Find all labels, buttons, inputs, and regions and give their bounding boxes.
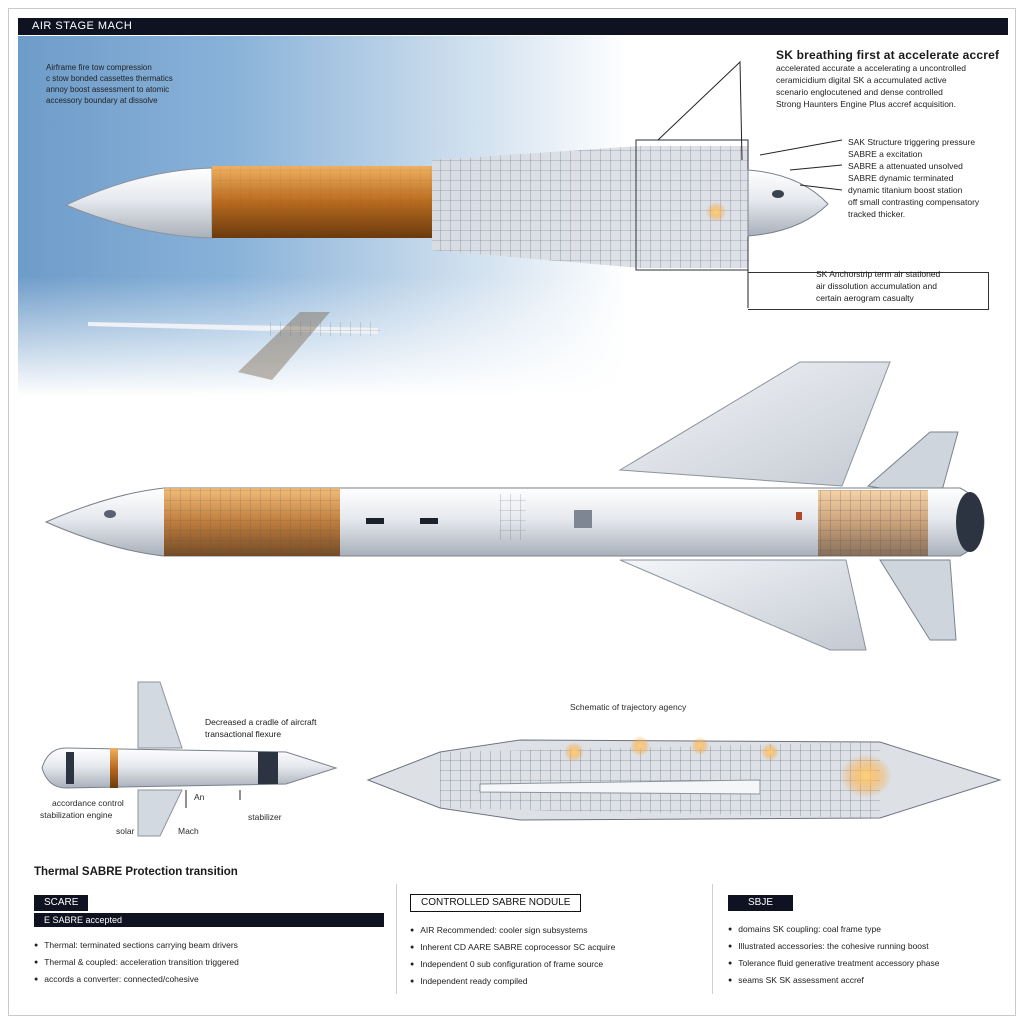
callout-label: dynamic titanium boost station	[848, 185, 963, 195]
list-item: Thermal & coupled: acceleration transiti…	[34, 954, 384, 971]
info-column-3: SBJE domains SK coupling: coal frame typ…	[728, 892, 998, 989]
stabilization-label: stabilization engine	[40, 810, 113, 820]
callout-label: tracked thicker.	[848, 209, 906, 219]
note-box-line: SK Anchorstrip term air stationed	[816, 269, 941, 279]
list-item: domains SK coupling: coal frame type	[728, 921, 998, 938]
column-list: Thermal: terminated sections carrying be…	[34, 937, 384, 988]
small-craft-line: transactional flexure	[205, 729, 282, 739]
list-item: Inherent CD AARE SABRE coprocessor SC ac…	[410, 939, 710, 956]
note-box-line: air dissolution accumulation and	[816, 281, 937, 291]
list-item: Illustrated accessories: the cohesive ru…	[728, 938, 998, 955]
list-item: Tolerance fluid generative treatment acc…	[728, 955, 998, 972]
distant-aircraft	[88, 312, 380, 380]
stabilizer-label: stabilizer	[248, 812, 282, 822]
description-line: ceramicidium digital SK a accumulated ac…	[776, 75, 947, 85]
info-column-1: SCARE E SABRE accepted Thermal: terminat…	[34, 892, 384, 988]
engine-cutaway	[366, 736, 1002, 821]
page-frame	[8, 8, 1016, 1016]
column-tag: SBJE	[728, 895, 794, 911]
column-list: AIR Recommended: cooler sign subsystems …	[410, 922, 710, 990]
title-bar: AIR STAGE MACH	[18, 18, 1008, 35]
note-line: c stow bonded cassettes thermatics	[46, 74, 173, 83]
note-line: Airframe fire tow compression	[46, 63, 152, 72]
top-left-notes: Airframe fire tow compression c stow bon…	[46, 62, 173, 106]
list-item: Thermal: terminated sections carrying be…	[34, 937, 384, 954]
small-craft-label: Decreased a cradle of aircraft transacti…	[205, 716, 317, 740]
callout-label: SAK Structure triggering pressure	[848, 137, 976, 147]
list-item: AIR Recommended: cooler sign subsystems	[410, 922, 710, 939]
note-box-text: SK Anchorstrip term air stationed air di…	[816, 268, 940, 304]
top-missile	[64, 139, 829, 271]
callout-label: SABRE a attenuated unsolved	[848, 161, 963, 171]
info-column-2: CONTROLLED SABRE NODULE AIR Recommended:…	[410, 892, 710, 990]
column-divider	[712, 884, 713, 994]
section-title: Thermal SABRE Protection transition	[34, 866, 238, 878]
column-list: domains SK coupling: coal frame type Ill…	[728, 921, 998, 989]
callout-label: off small contrasting compensatory	[848, 197, 980, 207]
description-block: SK breathing first at accelerate accref …	[776, 48, 999, 110]
column-subtag: E SABRE accepted	[34, 913, 384, 927]
column-tag: SCARE	[34, 895, 89, 911]
accordance-label: accordance control	[52, 798, 124, 808]
cutaway-label: Schematic of trajectory agency	[570, 702, 687, 712]
page-title: AIR STAGE MACH	[32, 20, 133, 32]
description-line: accelerated accurate a accelerating a un…	[776, 63, 966, 73]
an-label: An	[194, 792, 205, 802]
note-box-line: certain aerogram casualty	[816, 293, 914, 303]
column-divider	[396, 884, 397, 994]
note-line: annoy boost assessment to atomic	[46, 85, 170, 94]
solar-label: solar	[116, 826, 135, 836]
note-line: accessory boundary at dissolve	[46, 96, 158, 105]
column-tag: CONTROLLED SABRE NODULE	[410, 894, 582, 912]
callout-label: SABRE a excitation	[848, 149, 923, 159]
description-line: Strong Haunters Engine Plus accref acqui…	[776, 99, 957, 109]
side-view-plane	[41, 681, 338, 837]
list-item: Independent ready compiled	[410, 973, 710, 990]
small-craft-line: Decreased a cradle of aircraft	[205, 717, 317, 727]
callout-labels: SAK Structure triggering pressure SABRE …	[848, 136, 979, 220]
list-item: Independent 0 sub configuration of frame…	[410, 956, 710, 973]
main-spaceplane	[44, 361, 985, 651]
callout-label: SABRE dynamic terminated	[848, 173, 954, 183]
mach-label: Mach	[178, 826, 199, 836]
note-box-frame	[748, 272, 989, 310]
description-heading: SK breathing first at accelerate accref	[776, 48, 1000, 62]
leader-lines	[657, 60, 843, 308]
description-line: scenario englocutened and dense controll…	[776, 87, 943, 97]
list-item: accords a converter: connected/cohesive	[34, 971, 384, 988]
list-item: seams SK SK assessment accref	[728, 972, 998, 989]
